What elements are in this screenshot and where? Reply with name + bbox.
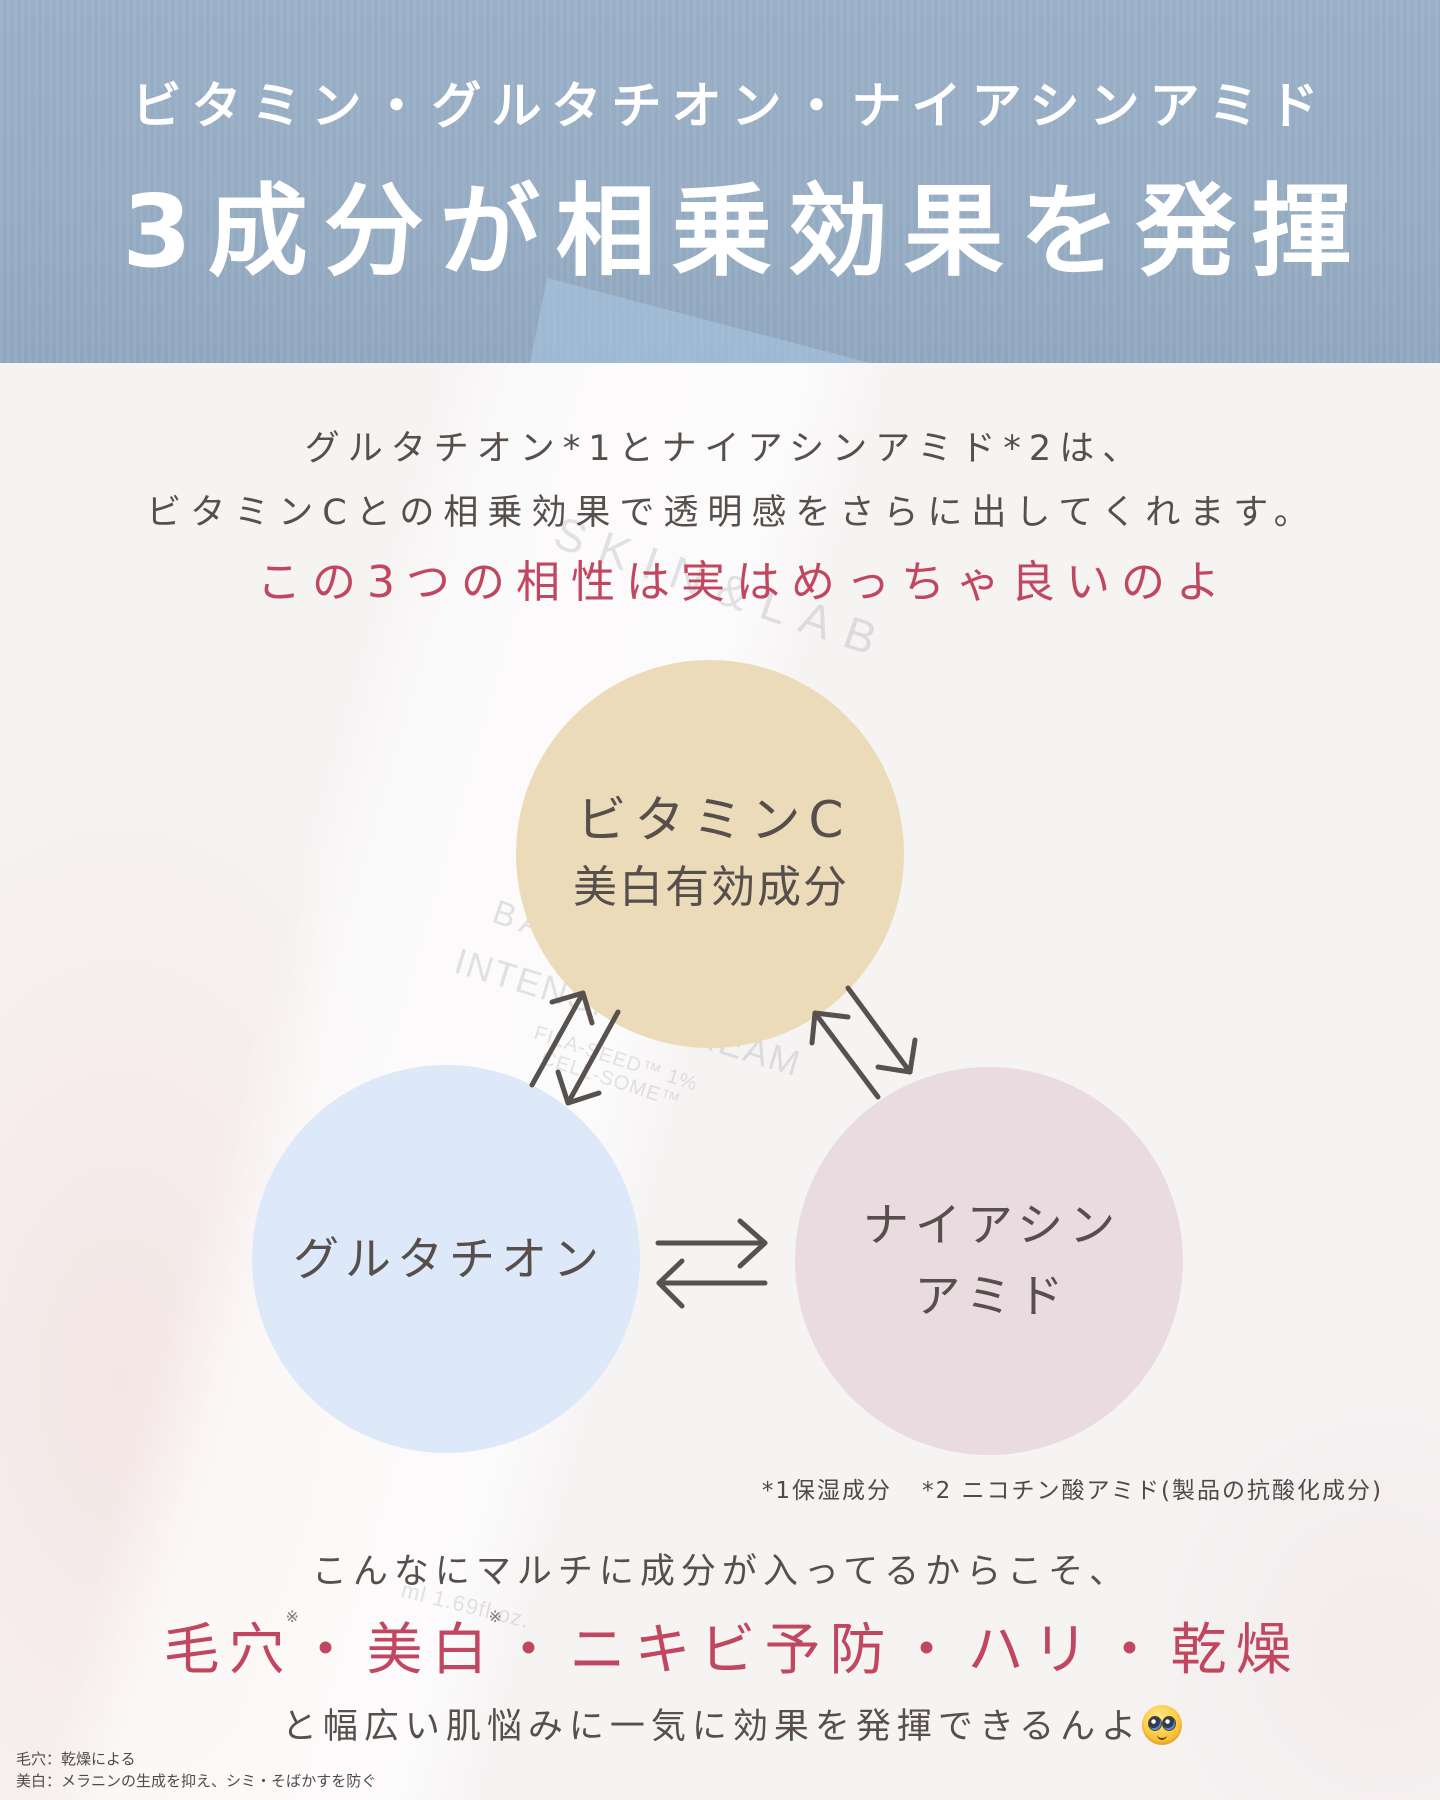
benefit-acne-prevention: ニキビ予防 bbox=[569, 1618, 895, 1683]
node-vitamin-c: ビタミンC 美白有効成分 bbox=[516, 660, 904, 1048]
summary-lead: こんなにマルチに成分が入ってるからこそ、 bbox=[311, 1552, 1131, 1592]
benefit-dryness: 乾燥 bbox=[1170, 1618, 1301, 1683]
node-niacinamide: ナイアシン アミド bbox=[795, 1067, 1183, 1455]
arrow-down-to-niacinamide-icon bbox=[845, 985, 918, 1075]
separator: ・ bbox=[500, 1618, 566, 1683]
intro-line-1: グルタチオン*1とナイアシンアミド*2は、 bbox=[304, 429, 1146, 469]
emoji-eye-left bbox=[1148, 1716, 1163, 1731]
disclaimer-notes: 毛穴：乾燥による 美白：メラニンの生成を抑え、シミ・そばかすを防ぐ bbox=[16, 1748, 376, 1792]
separator: ・ bbox=[898, 1618, 964, 1683]
separator: ・ bbox=[297, 1618, 363, 1683]
node-vitamin-c-sublabel: 美白有効成分 bbox=[573, 862, 849, 913]
node-vitamin-c-label: ビタミンC bbox=[576, 791, 852, 849]
ingredient-footnotes: *1保湿成分 *2 ニコチン酸アミド(製品の抗酸化成分) bbox=[762, 1476, 1383, 1506]
header-subtitle: ビタミン・グルタチオン・ナイアシンアミド bbox=[131, 77, 1329, 135]
summary-closing: と幅広い肌悩みに一気に効果を発揮できるんよ bbox=[6, 1702, 1440, 1752]
separator: ・ bbox=[1101, 1618, 1167, 1683]
emoji-mouth bbox=[1157, 1733, 1168, 1740]
footnote-1: *1保湿成分 bbox=[761, 1478, 893, 1504]
node-niacinamide-label-1: ナイアシン bbox=[862, 1198, 1122, 1252]
arrow-up-to-vitamin-c-right-icon bbox=[809, 1010, 881, 1100]
node-niacinamide-label-2: アミド bbox=[914, 1269, 1070, 1323]
benefit-pores: 毛穴 bbox=[163, 1618, 294, 1683]
arrow-left-to-glutathione-icon bbox=[656, 1258, 768, 1309]
node-glutathione: グルタチオン bbox=[252, 1065, 640, 1453]
benefit-firmness: ハリ bbox=[967, 1618, 1098, 1683]
page-title: 3成分が相乗効果を発揮 bbox=[122, 173, 1368, 290]
header-banner: ビタミン・グルタチオン・ナイアシンアミド 3成分が相乗効果を発揮 bbox=[0, 0, 1440, 363]
disclaimer-whitening: 美白：メラニンの生成を抑え、シミ・そばかすを防ぐ bbox=[16, 1772, 377, 1790]
arrow-right-to-niacinamide-icon bbox=[655, 1218, 768, 1269]
intro-line-2: ビタミンCとの相乗効果で透明感をさらに出してくれます。 bbox=[146, 493, 1318, 533]
summary-closing-text: と幅広い肌悩みに一気に効果を発揮できるんよ bbox=[281, 1707, 1143, 1747]
intro-highlight: この3つの相性は実はめっちゃ良いのよ bbox=[257, 557, 1231, 608]
benefit-whitening: 美白 bbox=[366, 1618, 497, 1683]
node-glutathione-label: グルタチオン bbox=[293, 1232, 605, 1286]
benefits-list: 毛穴※・美白※・ニキビ予防・ハリ・乾燥 bbox=[163, 1607, 1301, 1683]
disclaimer-pores: 毛穴：乾燥による bbox=[16, 1750, 136, 1768]
face-holding-back-tears-icon bbox=[1142, 1705, 1183, 1745]
footnote-2: *2 ニコチン酸アミド(製品の抗酸化成分) bbox=[922, 1478, 1383, 1504]
emoji-eye-right bbox=[1162, 1716, 1177, 1731]
